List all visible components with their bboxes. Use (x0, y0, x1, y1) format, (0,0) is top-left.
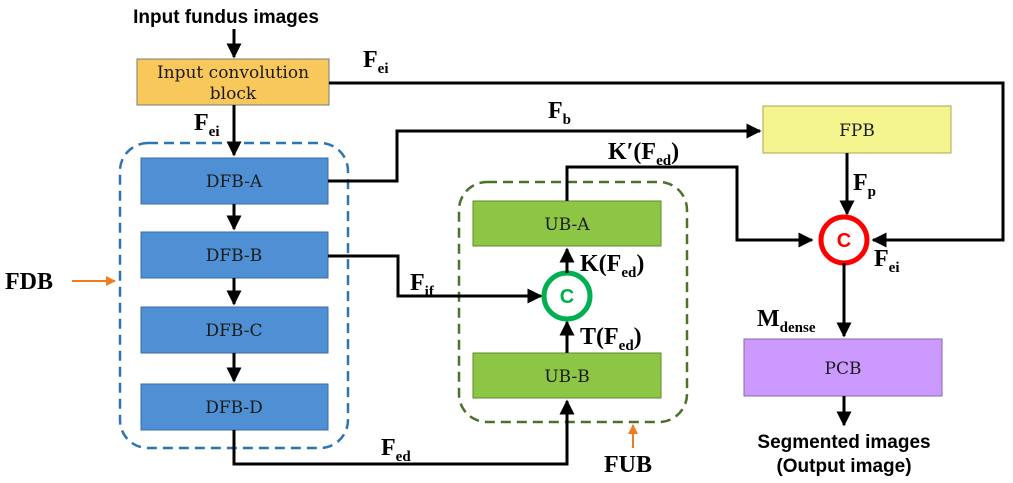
dfb-a-block (140, 157, 329, 205)
edge-label-f-p: Fp (853, 170, 876, 200)
dfb-b-label: DFB-B (206, 246, 262, 266)
arrow-dfb-d-to-ub-b (232, 399, 575, 466)
edge-label-k: K(Fed) (580, 251, 644, 281)
dfb-d-label: DFB-D (205, 398, 263, 418)
input-convolution-block-line1: Input convolution (157, 63, 309, 83)
arrow-dfb-b-to-concat (328, 254, 543, 304)
dfb-c-block (140, 306, 329, 354)
output-label-line1: Segmented images (757, 432, 930, 453)
output-label-line2: (Output image) (776, 456, 911, 477)
fpb-block (762, 105, 952, 154)
edge-label-t: T(Fed) (580, 324, 642, 354)
input-convolution-block (136, 58, 330, 106)
arrow-ub-a-to-red-concat (565, 165, 814, 248)
edge-label-f-ei-below: Fei (194, 110, 220, 140)
edge-label-k-prime: K′(Fed) (608, 139, 679, 169)
edge-label-f-ei-right: Fei (874, 246, 900, 276)
ub-a-block (472, 200, 662, 247)
edge-label-f-if: Fif (410, 270, 435, 300)
edge-label-m-dense: Mdense (757, 306, 816, 336)
green-concat-label: C (560, 286, 574, 308)
arrow-input-to-red-concat (329, 81, 1005, 248)
pcb-label: PCB (825, 359, 862, 379)
edge-label-f-ei-top: Fei (363, 47, 389, 77)
input-convolution-block-line2: block (210, 84, 257, 104)
edge-label-f-ed: Fed (381, 435, 411, 465)
ub-a-label: UB-A (544, 215, 590, 235)
ub-b-block (472, 352, 662, 399)
ub-b-label: UB-B (544, 367, 589, 387)
fub-group-outline (457, 180, 689, 424)
dfb-a-label: DFB-A (206, 172, 263, 192)
fub-label: FUB (604, 452, 652, 478)
input-fundus-images-label: Input fundus images (133, 7, 319, 28)
pcb-block (743, 338, 943, 397)
red-concat-label: C (837, 230, 851, 252)
arrow-dfb-a-to-fpb (328, 123, 762, 183)
dfb-c-label: DFB-C (206, 321, 263, 341)
edge-label-f-b: Fb (548, 98, 571, 128)
fpb-label: FPB (839, 121, 875, 141)
fdb-label: FDB (5, 269, 53, 295)
